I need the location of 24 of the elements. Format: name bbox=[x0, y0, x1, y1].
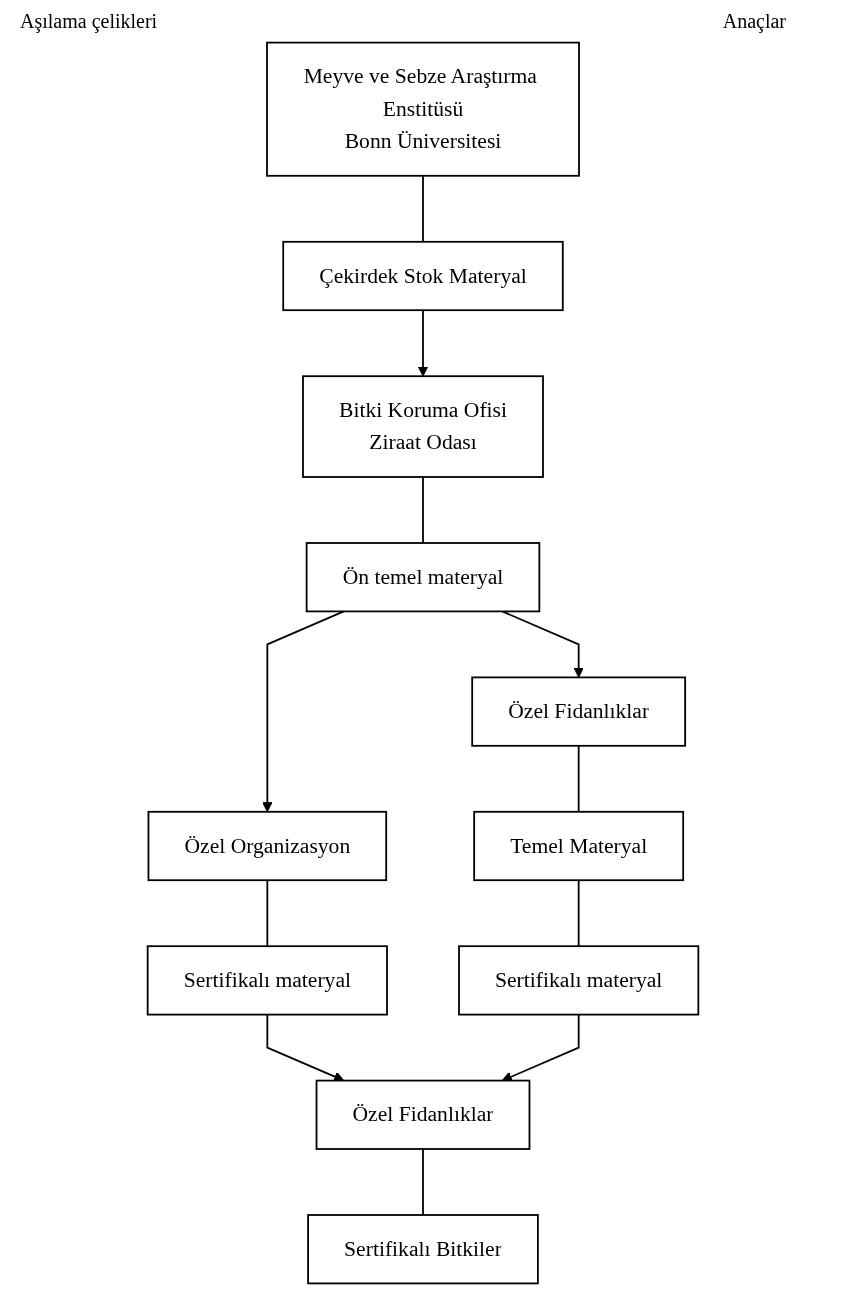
arrow bbox=[501, 1013, 580, 1082]
arrow bbox=[501, 610, 584, 678]
node-box: Sertifikalı Bitkiler bbox=[307, 1214, 539, 1285]
node-box: Meyve ve Sebze Araştırma Enstitüsü Bonn Üniversitesi bbox=[266, 41, 580, 177]
node-box: Özel Fidanlıklar bbox=[471, 676, 687, 747]
node-box: Sertifikalı materyal bbox=[458, 945, 700, 1016]
node-box: Çekirdek Stok Materyal bbox=[282, 240, 564, 312]
branch-label: Aşılama çelikleri bbox=[20, 10, 158, 33]
node-box: Temel Materyal bbox=[473, 810, 685, 882]
connector bbox=[577, 744, 580, 813]
node-box: Bitki Koruma Ofisi Ziraat Odası bbox=[302, 375, 544, 478]
node-box: Özel Organizasyon bbox=[147, 810, 388, 882]
node-box: Özel Fidanlıklar bbox=[315, 1079, 531, 1150]
branch-label: Anaçlar bbox=[722, 10, 786, 33]
connector bbox=[577, 879, 580, 948]
connector bbox=[422, 174, 424, 243]
arrow bbox=[417, 309, 429, 377]
node-box: Ön temel materyal bbox=[305, 542, 541, 613]
node-box: Sertifikalı materyal bbox=[146, 945, 388, 1016]
connector bbox=[266, 879, 269, 948]
arrow bbox=[262, 610, 345, 813]
connector bbox=[422, 1148, 424, 1216]
arrow bbox=[266, 1013, 345, 1082]
connector bbox=[422, 476, 424, 544]
